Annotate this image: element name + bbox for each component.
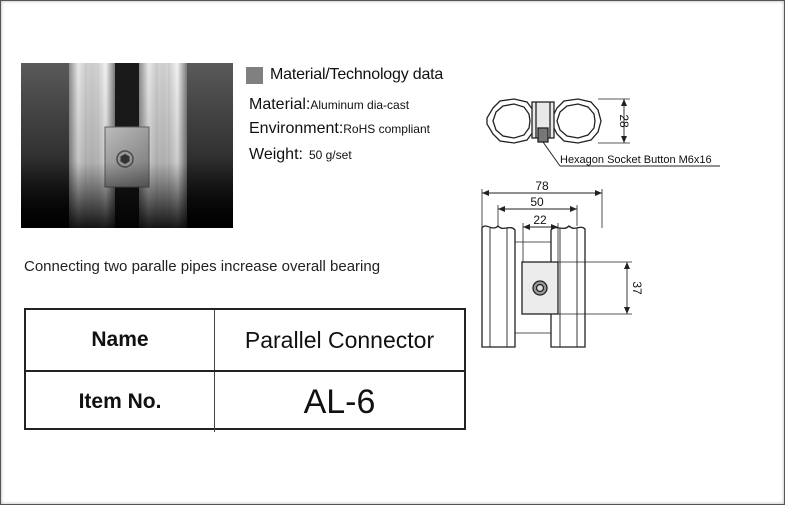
dim-block-width: 22 <box>533 213 547 227</box>
environment-value: RoHS compliant <box>343 122 430 136</box>
product-info-table: Name Parallel Connector Item No. AL-6 <box>24 308 466 432</box>
bolt-callout: Hexagon Socket Button M6x16 <box>560 154 712 166</box>
name-label-cell: Name <box>26 310 215 370</box>
name-value-cell: Parallel Connector <box>244 326 435 353</box>
weight-label: Weight: <box>249 146 303 163</box>
description-text: Connecting two paralle pipes increase ov… <box>24 258 381 275</box>
dim-overall-width: 78 <box>535 179 549 193</box>
product-photo <box>21 63 233 228</box>
environment-label: Environment: <box>249 120 344 137</box>
section-title: Material/Technology data <box>270 66 444 83</box>
material-label: Material: <box>249 96 311 113</box>
spec-environment: Environment:RoHS compliant <box>249 120 430 138</box>
weight-value: 50 g/set <box>308 148 352 162</box>
dim-height-top: 28 <box>617 114 631 128</box>
spec-material: Material:Aluminum dia-cast <box>249 96 409 114</box>
technical-drawing: 28 Hexagon Socket Button M6x16 <box>481 98 720 348</box>
item-label-cell: Item No. <box>26 372 215 432</box>
item-value-cell: AL-6 <box>303 382 376 421</box>
heading-square-icon <box>246 66 263 84</box>
material-section-heading: Material/Technology data <box>246 66 443 84</box>
spec-weight: Weight: 50 g/set <box>249 146 352 164</box>
material-value: Aluminum dia-cast <box>310 98 410 112</box>
table-row-name: Name Parallel Connector <box>26 310 464 370</box>
table-row-item-no: Item No. AL-6 <box>26 370 464 432</box>
dim-block-height: 37 <box>630 281 644 295</box>
dim-center-width: 50 <box>530 195 544 209</box>
